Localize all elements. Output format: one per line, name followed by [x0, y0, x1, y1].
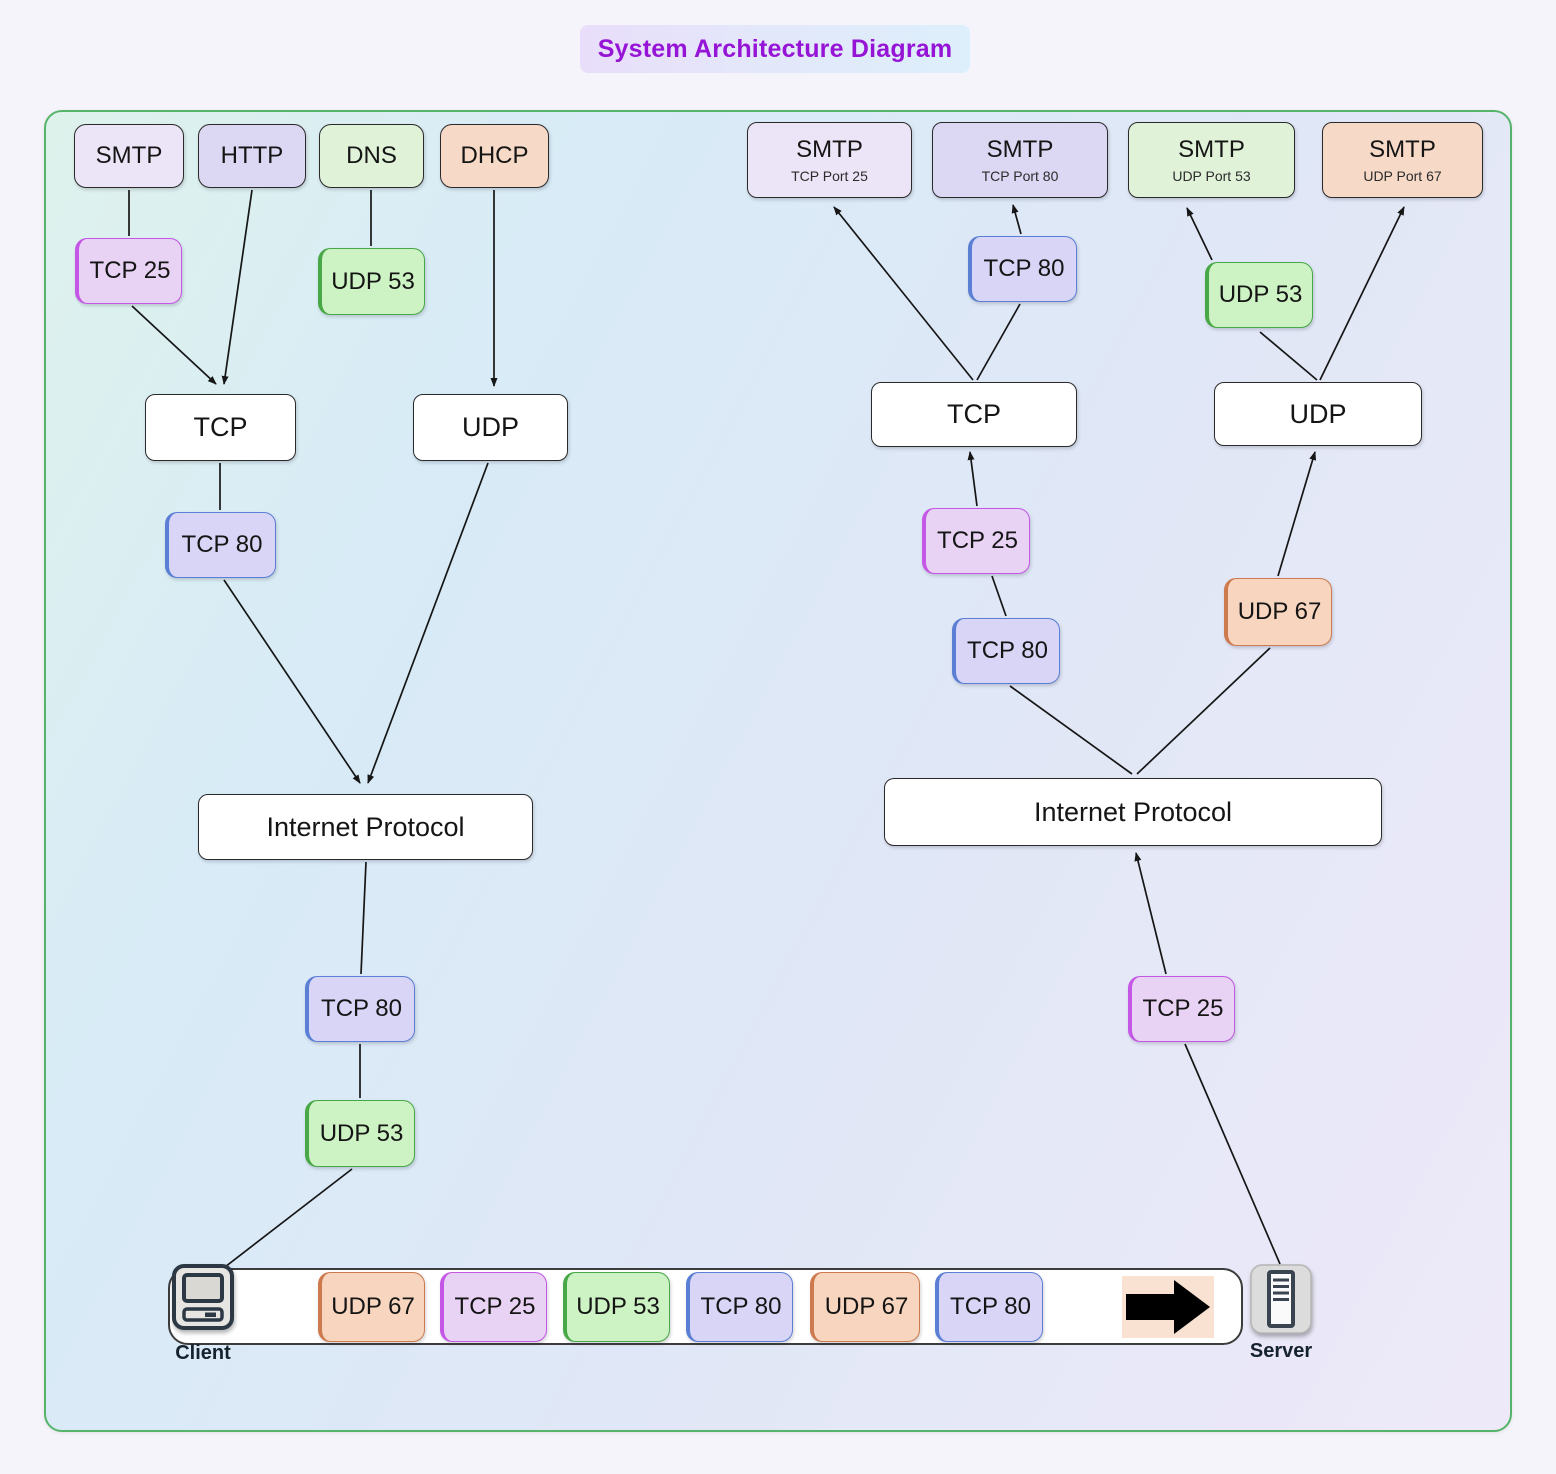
node-right-smtp-udp67: SMTP UDP Port 67: [1322, 122, 1483, 198]
smtp-subtitle: UDP Port 67: [1363, 167, 1442, 184]
smtp-subtitle: TCP Port 80: [981, 167, 1059, 184]
smtp-title: SMTP: [1178, 135, 1245, 163]
node-left-tcp: TCP: [145, 394, 296, 461]
node-left-udp53-top: UDP 53: [318, 248, 425, 315]
node-left-internet-protocol: Internet Protocol: [198, 794, 533, 860]
node-right-smtp-tcp80: SMTP TCP Port 80: [932, 122, 1108, 198]
page-title: System Architecture Diagram: [580, 25, 970, 73]
node-right-tcp80-top: TCP 80: [968, 236, 1077, 302]
node-right-udp53-top: UDP 53: [1205, 262, 1313, 328]
flow-direction-arrow-icon: [1122, 1276, 1214, 1338]
packet-tcp80-2: TCP 80: [935, 1272, 1043, 1342]
packet-tcp80-1: TCP 80: [686, 1272, 793, 1342]
node-right-smtp-udp53: SMTP UDP Port 53: [1128, 122, 1295, 198]
node-left-tcp80-low: TCP 80: [305, 976, 415, 1042]
smtp-subtitle: TCP Port 25: [791, 167, 868, 184]
node-right-tcp25-mid: TCP 25: [922, 508, 1030, 574]
node-left-udp53-low: UDP 53: [305, 1100, 415, 1167]
smtp-subtitle: UDP Port 53: [1172, 167, 1251, 184]
client-label: Client: [175, 1342, 231, 1364]
smtp-title: SMTP: [1369, 135, 1436, 163]
packet-udp67-2: UDP 67: [810, 1272, 920, 1342]
node-left-smtp: SMTP: [74, 124, 184, 188]
smtp-title: SMTP: [796, 135, 863, 163]
server-icon: [1248, 1262, 1314, 1343]
node-right-internet-protocol: Internet Protocol: [884, 778, 1382, 846]
node-right-tcp80-mid: TCP 80: [952, 618, 1060, 684]
node-left-tcp80-mid: TCP 80: [165, 512, 276, 578]
node-right-udp67-mid: UDP 67: [1224, 578, 1332, 646]
node-left-dhcp: DHCP: [440, 124, 549, 188]
node-left-tcp25: TCP 25: [75, 238, 182, 304]
client-computer-icon: [170, 1262, 236, 1343]
server-label: Server: [1249, 1340, 1313, 1362]
smtp-title: SMTP: [986, 135, 1054, 163]
packet-udp67-1: UDP 67: [318, 1272, 425, 1342]
node-right-udp: UDP: [1214, 382, 1422, 446]
packet-udp53: UDP 53: [563, 1272, 670, 1342]
node-left-dns: DNS: [319, 124, 424, 188]
node-left-http: HTTP: [198, 124, 306, 188]
node-right-tcp25-low: TCP 25: [1128, 976, 1235, 1042]
node-left-udp: UDP: [413, 394, 568, 461]
node-right-tcp: TCP: [871, 382, 1077, 447]
packet-tcp25: TCP 25: [440, 1272, 547, 1342]
node-right-smtp-tcp25: SMTP TCP Port 25: [747, 122, 912, 198]
